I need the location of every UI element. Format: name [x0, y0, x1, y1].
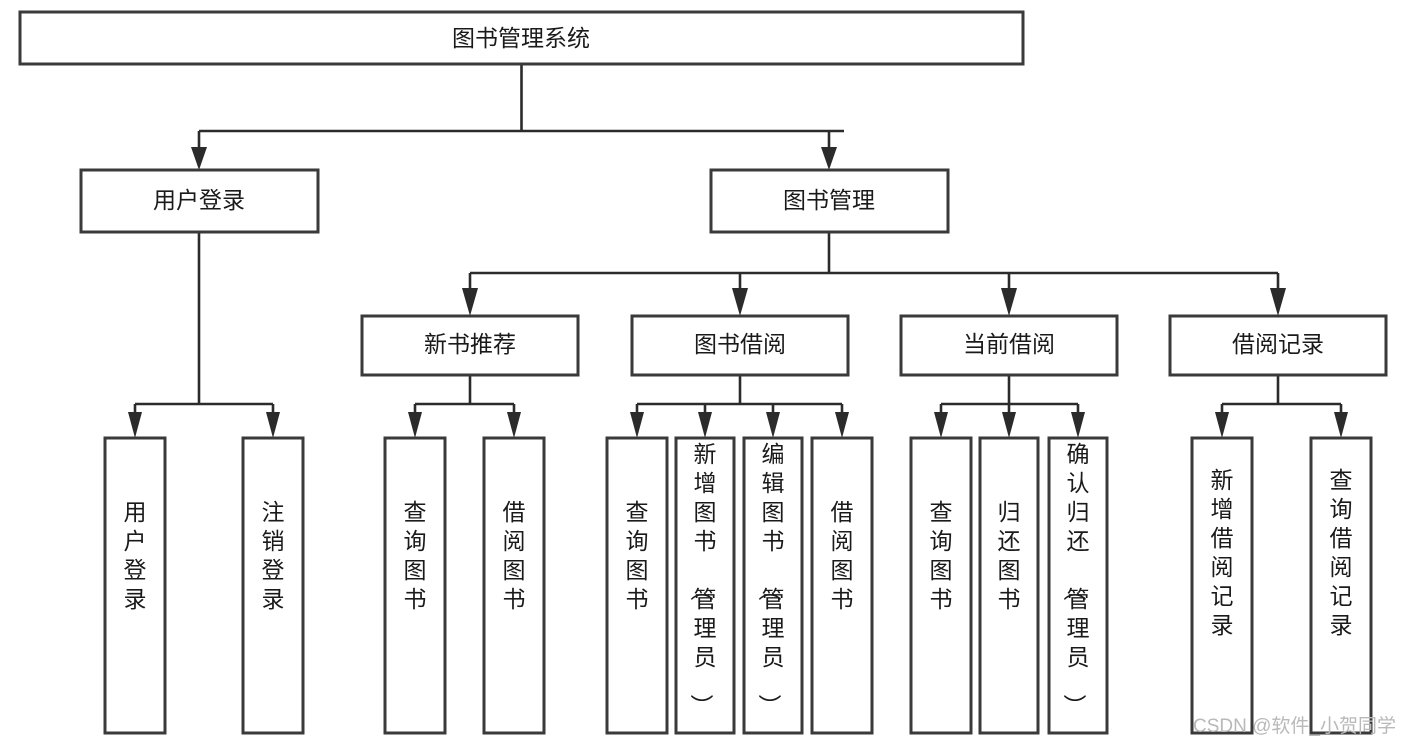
- edges-layer: [128, 64, 1348, 438]
- node-leaf-return-book-box[interactable]: [978, 436, 1040, 735]
- node-leaf-query-book-1[interactable]: 查询图书: [383, 436, 447, 735]
- node-leaf-edit-book-label: 编辑图书（管理员）: [757, 441, 785, 717]
- node-new-book-recommend[interactable]: 新书推荐: [360, 314, 580, 377]
- node-leaf-query-book-1-label: 查询图书: [404, 499, 427, 612]
- node-current-borrow[interactable]: 当前借阅: [899, 314, 1119, 377]
- arrow-leaf-borrow-book-1: [507, 412, 521, 438]
- node-book-borrow-label: 图书借阅: [694, 331, 786, 357]
- arrow-borrow-record: [1270, 288, 1286, 316]
- node-leaf-user-login[interactable]: 用户登录: [103, 436, 167, 735]
- arrow-book-management: [821, 147, 837, 170]
- node-borrow-record[interactable]: 借阅记录: [1168, 314, 1388, 377]
- arrow-current-borrow: [1001, 288, 1017, 316]
- node-leaf-confirm-return-box[interactable]: [1047, 436, 1109, 735]
- node-leaf-add-record-box[interactable]: [1190, 436, 1254, 735]
- node-leaf-borrow-book-1[interactable]: 借阅图书: [482, 436, 546, 735]
- node-leaf-edit-book[interactable]: 编辑图书（管理员）: [742, 436, 804, 735]
- node-leaf-confirm-return-label: 确认归还（管理员）: [1062, 441, 1090, 717]
- node-leaf-add-book-label: 新增图书（管理员）: [689, 441, 717, 717]
- arrow-leaf-query-book-3: [934, 412, 948, 438]
- arrow-leaf-query-record: [1334, 412, 1348, 438]
- node-leaf-user-logout-box[interactable]: [241, 436, 305, 735]
- node-leaf-add-record-label: 新增借阅记录: [1211, 467, 1234, 638]
- node-leaf-query-record-label: 查询借阅记录: [1330, 467, 1353, 638]
- arrow-leaf-query-book-1: [408, 412, 422, 438]
- node-book-borrow-box[interactable]: [630, 314, 850, 377]
- node-leaf-confirm-return[interactable]: 确认归还（管理员）: [1047, 436, 1109, 735]
- node-book-management[interactable]: 图书管理: [709, 168, 950, 234]
- node-leaf-user-logout[interactable]: 注销登录: [241, 436, 305, 735]
- node-leaf-query-book-3[interactable]: 查询图书: [909, 436, 973, 735]
- node-book-borrow[interactable]: 图书借阅: [630, 314, 850, 377]
- arrow-leaf-edit-book: [766, 412, 780, 438]
- node-new-book-recommend-box[interactable]: [360, 314, 580, 377]
- arrow-leaf-user-login: [128, 412, 142, 438]
- node-leaf-user-logout-label: 注销登录: [262, 499, 285, 612]
- arrow-leaf-query-book-2: [630, 412, 644, 438]
- node-leaf-borrow-book-1-label: 借阅图书: [503, 499, 526, 612]
- node-leaf-query-book-2-box[interactable]: [605, 436, 669, 735]
- node-current-borrow-label: 当前借阅: [963, 331, 1055, 357]
- node-leaf-query-record-box[interactable]: [1309, 436, 1373, 735]
- node-current-borrow-box[interactable]: [899, 314, 1119, 377]
- node-root-box[interactable]: [18, 10, 1025, 66]
- arrow-user-login: [191, 147, 207, 170]
- node-leaf-query-book-3-label: 查询图书: [930, 499, 953, 612]
- node-root[interactable]: 图书管理系统: [18, 10, 1025, 66]
- watermark-text: CSDN @软件_小贺同学: [1193, 715, 1396, 737]
- node-leaf-return-book[interactable]: 归还图书: [978, 436, 1040, 735]
- arrow-leaf-add-record: [1215, 412, 1229, 438]
- node-borrow-record-box[interactable]: [1168, 314, 1388, 377]
- node-leaf-query-book-3-box[interactable]: [909, 436, 973, 735]
- node-leaf-return-book-label: 归还图书: [998, 499, 1021, 612]
- node-book-management-label: 图书管理: [783, 187, 875, 213]
- node-leaf-borrow-book-1-box[interactable]: [482, 436, 546, 735]
- node-leaf-add-record[interactable]: 新增借阅记录: [1190, 436, 1254, 735]
- node-user-login[interactable]: 用户登录: [79, 168, 320, 234]
- node-leaf-query-book-2[interactable]: 查询图书: [605, 436, 669, 735]
- node-leaf-add-book[interactable]: 新增图书（管理员）: [674, 436, 736, 735]
- arrow-leaf-return-book: [1002, 412, 1016, 438]
- arrow-leaf-borrow-book-2: [835, 412, 849, 438]
- node-leaf-edit-book-box[interactable]: [742, 436, 804, 735]
- arrow-leaf-user-logout: [266, 412, 280, 438]
- node-borrow-record-label: 借阅记录: [1232, 331, 1324, 357]
- node-user-login-box[interactable]: [79, 168, 320, 234]
- node-leaf-query-book-2-label: 查询图书: [626, 499, 649, 612]
- node-root-label: 图书管理系统: [452, 25, 590, 51]
- node-leaf-add-book-box[interactable]: [674, 436, 736, 735]
- arrow-leaf-add-book: [698, 412, 712, 438]
- node-leaf-borrow-book-2[interactable]: 借阅图书: [810, 436, 874, 735]
- node-leaf-borrow-book-2-box[interactable]: [810, 436, 874, 735]
- arrow-leaf-confirm-return: [1071, 412, 1085, 438]
- node-leaf-user-login-label: 用户登录: [124, 499, 147, 612]
- arrow-book-borrow: [732, 288, 748, 316]
- arrow-new-book-recommend: [462, 288, 478, 316]
- node-leaf-user-login-box[interactable]: [103, 436, 167, 735]
- node-user-login-label: 用户登录: [153, 187, 245, 213]
- node-leaf-borrow-book-2-label: 借阅图书: [831, 499, 854, 612]
- node-leaf-query-book-1-box[interactable]: [383, 436, 447, 735]
- node-leaf-query-record[interactable]: 查询借阅记录: [1309, 436, 1373, 735]
- node-new-book-recommend-label: 新书推荐: [424, 331, 516, 357]
- node-book-management-box[interactable]: [709, 168, 950, 234]
- leaf-nodes-layer: 用户登录 注销登录 查询图书 借阅图书 查询图书 新增图书（管理员）: [103, 436, 1373, 735]
